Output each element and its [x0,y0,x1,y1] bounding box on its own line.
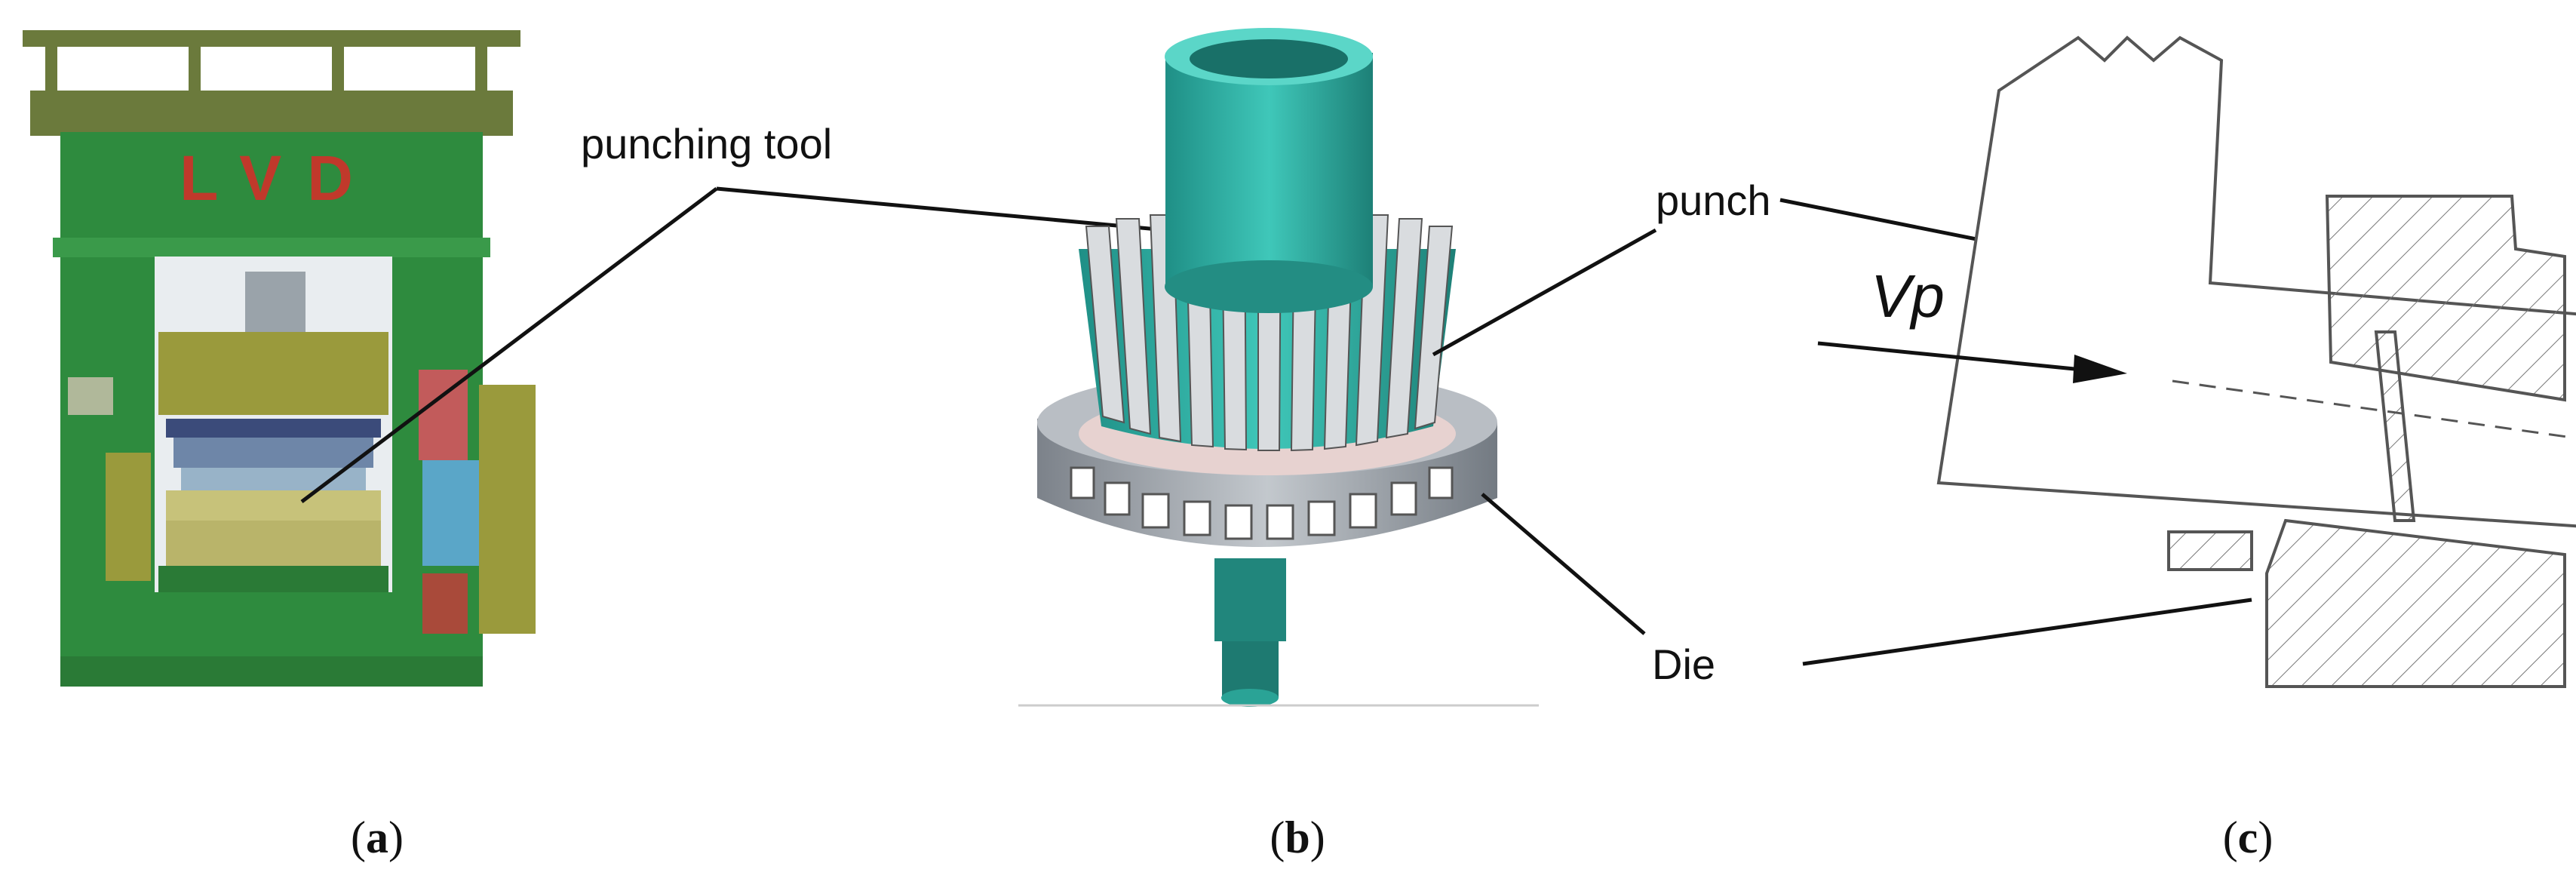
press-top-rail [23,30,520,47]
caption-a: (a) [351,813,404,862]
panel-b-tool [1018,28,1539,707]
punch-section [1936,35,2576,528]
control-panel [422,460,479,566]
press-brand-label: LVD [180,143,379,214]
die-section [2265,518,2566,688]
press-crown [30,91,513,136]
velocity-label: Vp [1871,263,1945,330]
caption-c: (c) [2223,813,2274,862]
velocity-arrow [1817,341,2083,372]
press-ram [158,332,388,415]
leader-die-section [1802,598,2252,666]
leader-punch-tool [1432,228,1657,357]
tool-cylinder [1165,53,1373,287]
svg-text:(a): (a) [351,813,404,862]
svg-text:(c): (c) [2223,813,2274,862]
callout-punching-tool: punching tool [581,120,832,167]
leader-punching-tool-b [716,186,1166,232]
svg-text:(b): (b) [1270,813,1325,862]
callout-die: Die [1652,641,1715,688]
leader-punching-tool-a [300,187,718,503]
panel-c-section [1817,35,2576,688]
panel-a-press: LVD [23,30,536,687]
caption-b: (b) [1270,813,1325,862]
leader-die-tool [1481,493,1646,635]
callout-punch: punch [1656,177,1771,224]
